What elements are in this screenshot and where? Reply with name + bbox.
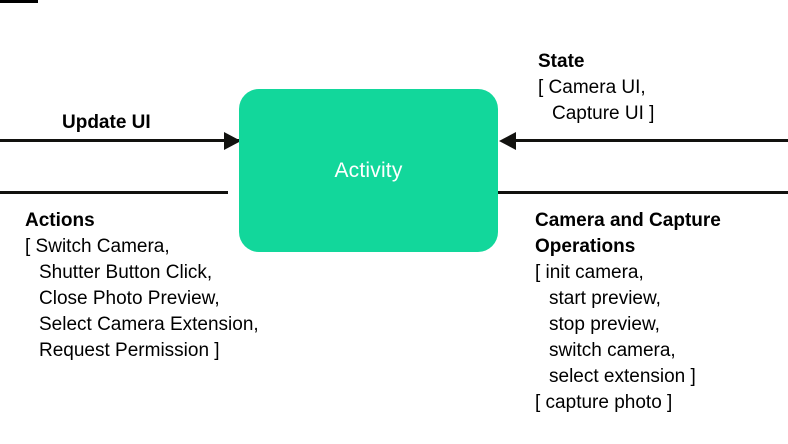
edge-label-actions-item-3: Select Camera Extension, bbox=[39, 314, 259, 335]
edge-label-state-item-1: Capture UI ] bbox=[552, 103, 655, 124]
edge-label-operations-item-5: [ capture photo ] bbox=[535, 392, 673, 413]
edge-label-actions-title: Actions bbox=[25, 210, 95, 231]
edge-label-actions-item-1: Shutter Button Click, bbox=[39, 262, 213, 283]
edge-label-operations-item-2: stop preview, bbox=[549, 314, 660, 335]
edge-label-operations-item-1: start preview, bbox=[549, 288, 661, 309]
edge-label-update-ui: Update UI bbox=[62, 112, 151, 133]
edge-label-actions-item-2: Close Photo Preview, bbox=[39, 288, 220, 309]
edge-label-state-item-0: [ Camera UI, bbox=[538, 77, 646, 98]
arrowhead-left-state bbox=[499, 131, 516, 150]
edge-label-operations-title-line-1: Camera and Capture bbox=[535, 210, 721, 231]
edge-block-state: State [ Camera UI, Capture UI ] bbox=[538, 49, 654, 127]
edge-block-actions: Actions [ Switch Camera, Shutter Button … bbox=[25, 208, 259, 364]
edge-label-operations-item-4: select extension ] bbox=[549, 366, 696, 387]
arrowhead-right-actions bbox=[224, 131, 241, 150]
edge-line-operations bbox=[498, 191, 788, 194]
activity-node: Activity bbox=[239, 89, 498, 252]
edge-line-state bbox=[511, 139, 788, 142]
activity-node-label: Activity bbox=[334, 158, 403, 182]
edge-label-actions-item-0: [ Switch Camera, bbox=[25, 236, 170, 257]
edge-line-update-ui bbox=[0, 139, 239, 142]
edge-label-operations-title-line-2: Operations bbox=[535, 236, 636, 257]
edge-label-actions-item-4: Request Permission ] bbox=[39, 340, 220, 361]
edge-label-state-title: State bbox=[538, 51, 585, 72]
edge-label-operations-item-0: [ init camera, bbox=[535, 262, 644, 283]
edge-label-operations-item-3: switch camera, bbox=[549, 340, 676, 361]
cropped-edge-artifact bbox=[0, 0, 38, 3]
edge-block-operations: Camera and Capture Operations [ init cam… bbox=[535, 208, 721, 416]
edge-line-actions bbox=[0, 191, 228, 194]
